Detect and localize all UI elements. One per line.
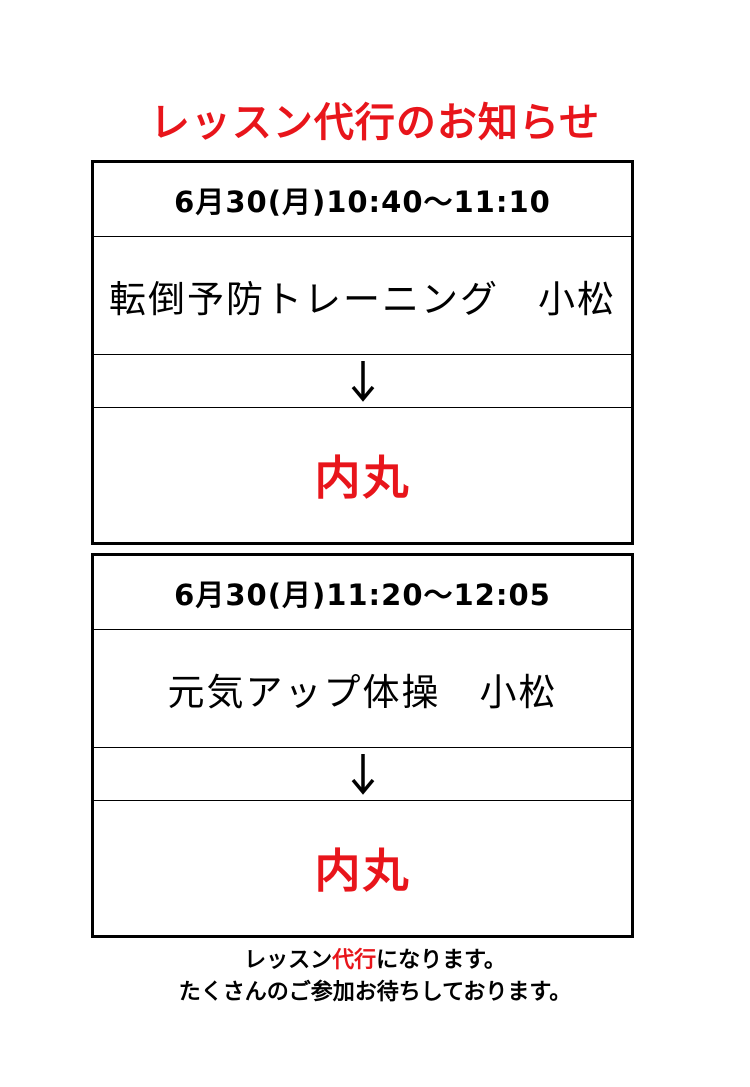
arrow-row — [94, 355, 631, 408]
footer-text: レッスン — [244, 948, 333, 973]
footer-line-1: レッスン代行になります。 — [0, 945, 750, 977]
footer-text: になります。 — [376, 948, 506, 973]
notice-datetime: 6月30(月)10:40〜11:10 — [94, 163, 631, 237]
notice-datetime: 6月30(月)11:20〜12:05 — [94, 556, 631, 630]
page-title: レッスン代行のお知らせ — [149, 100, 601, 146]
notice-lesson: 元気アップ体操 小松 — [94, 630, 631, 748]
notice-substitute: 内丸 — [314, 844, 411, 898]
arrow-down-icon — [351, 361, 374, 402]
notice-substitute: 内丸 — [314, 451, 411, 505]
footer-highlight: 代行 — [332, 948, 377, 973]
arrow-row — [94, 748, 631, 801]
footer-line-2: たくさんのご参加お待ちしております。 — [178, 980, 572, 1005]
notice-card-2: 6月30(月)11:20〜12:05 元気アップ体操 小松 内丸 — [91, 553, 634, 938]
arrow-down-icon — [351, 754, 374, 795]
notice-lesson: 転倒予防トレーニング 小松 — [94, 237, 631, 355]
footer-message: レッスン代行になります。 たくさんのご参加お待ちしております。 — [0, 945, 750, 1009]
notice-card-1: 6月30(月)10:40〜11:10 転倒予防トレーニング 小松 内丸 — [91, 160, 634, 545]
